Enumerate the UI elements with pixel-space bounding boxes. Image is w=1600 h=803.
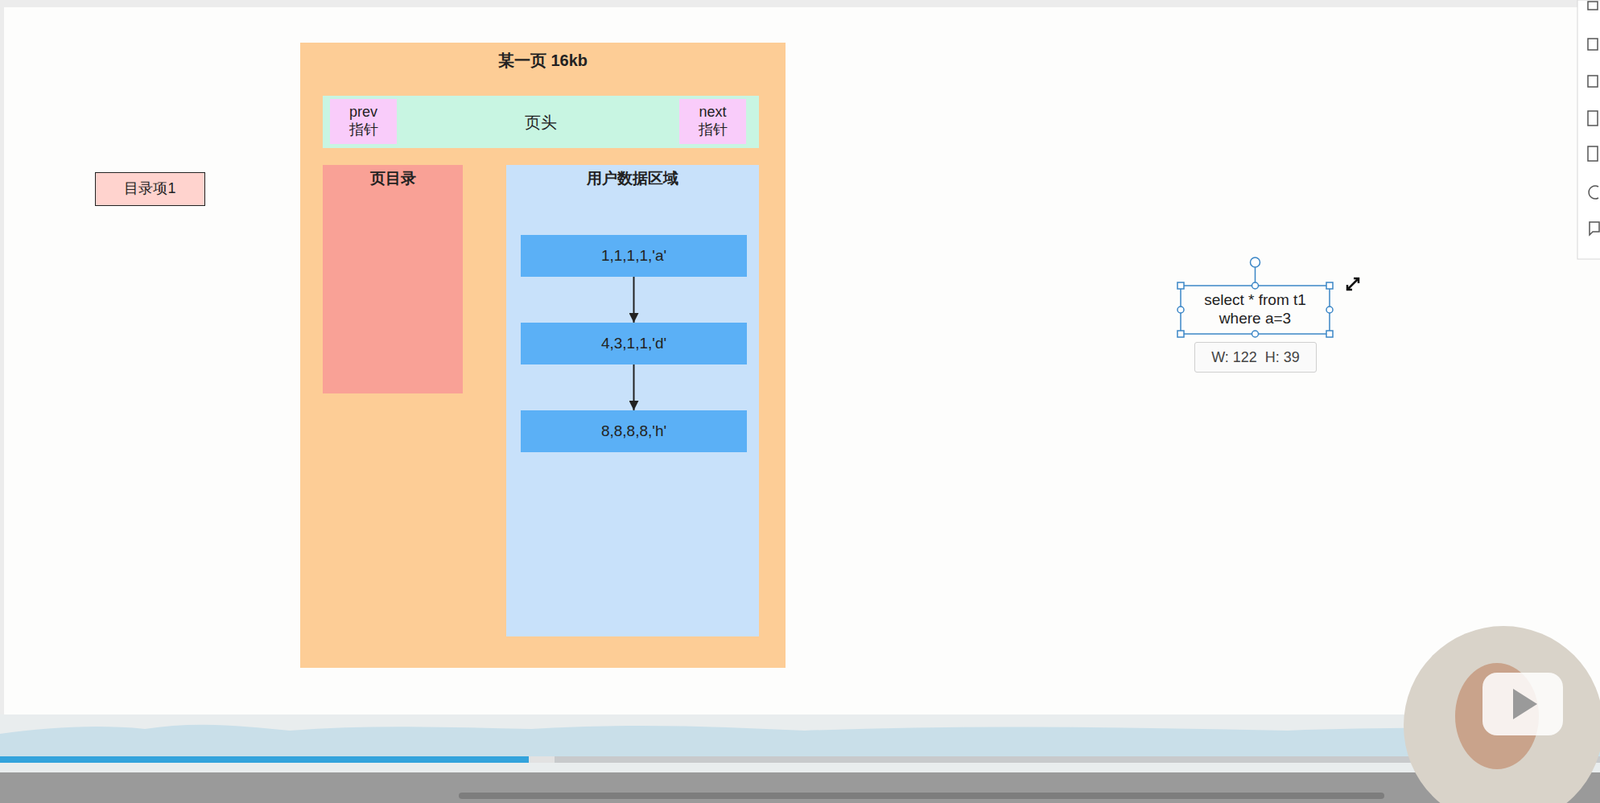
box-label: 4,3,1,1,'d'	[601, 334, 667, 354]
video-controls	[0, 714, 1600, 803]
box-label: next 指针	[691, 103, 735, 139]
data-area: 用户数据区域 1,1,1,1,'a' 4,3,1,1,'d' 8,8,8,8,'h'	[506, 164, 759, 637]
page-box: 某一页 16kb 页头 prev 指针 next 指针页目录 用户数据区域 1,1,1,1…	[300, 42, 786, 669]
box-label: 页头	[524, 112, 557, 132]
header-band: 页头 prev 指针 next 指针	[322, 95, 759, 149]
box-label: prev 指针	[342, 103, 386, 139]
record-box: 8,8,8,8,'h'	[520, 410, 747, 453]
box-title: 用户数据区域	[506, 169, 759, 189]
box-label: 8,8,8,8,'h'	[601, 422, 667, 442]
left-strip	[0, 0, 5, 717]
size-tooltip: W: 122 H: 39	[1194, 342, 1317, 373]
webcam	[1403, 626, 1600, 803]
top-strip	[0, 0, 1600, 8]
box-label: 目录项1	[123, 180, 176, 198]
box-label: select * from t1 where a=3	[1187, 291, 1324, 329]
arrow-connector	[633, 276, 636, 323]
box-title: 某一页 16kb	[300, 50, 786, 71]
arrow-connector	[633, 364, 636, 411]
toolbar	[1577, 0, 1600, 260]
pointer-box: prev 指针	[329, 98, 397, 145]
selection-handles	[1177, 257, 1359, 338]
pointer-box: next 指针	[679, 98, 747, 145]
box-label: 1,1,1,1,'a'	[601, 247, 667, 266]
record-box: 1,1,1,1,'a'	[520, 235, 747, 277]
directory-area: 页目录	[322, 164, 463, 394]
record-box: 4,3,1,1,'d'	[520, 322, 747, 365]
directory-entry: 目录项1	[94, 172, 206, 207]
text-box: select * from t1 where a=3	[1180, 285, 1330, 335]
box-title: 页目录	[322, 169, 463, 189]
